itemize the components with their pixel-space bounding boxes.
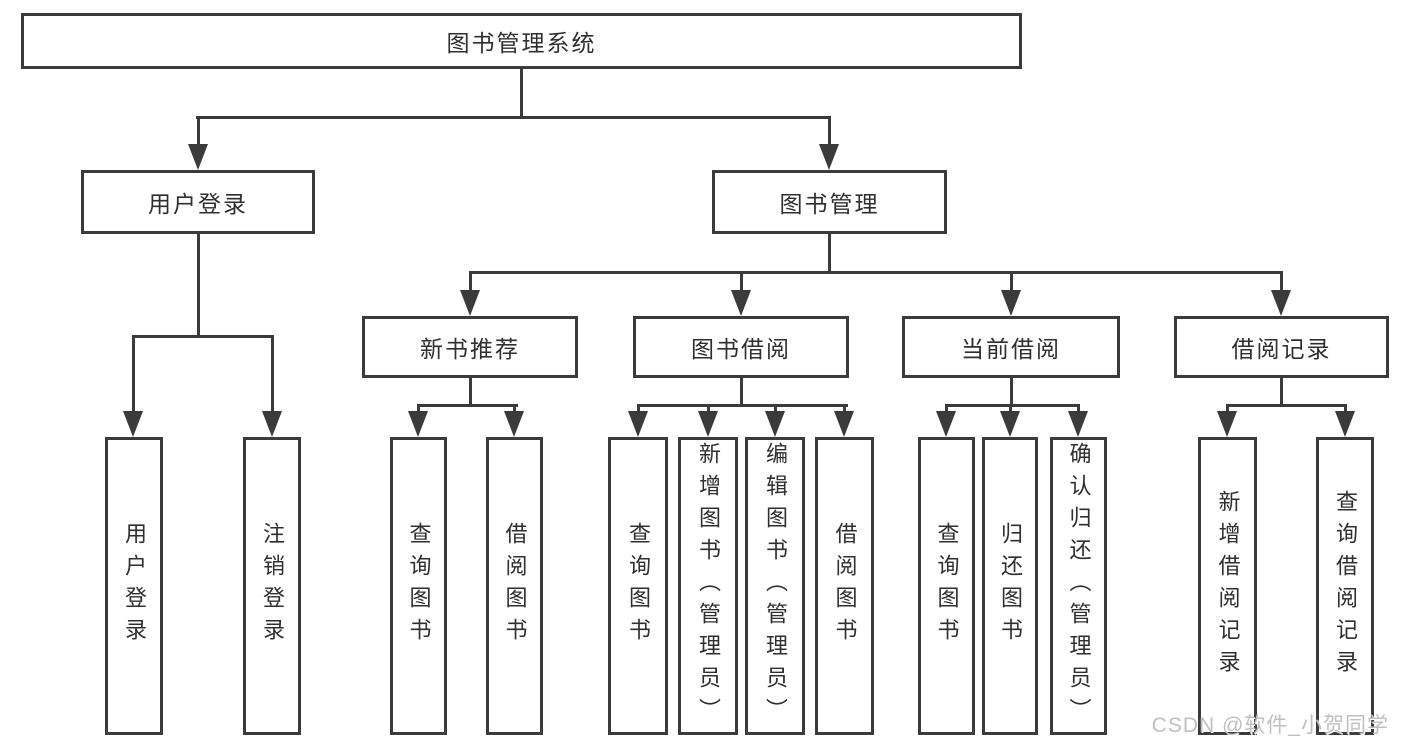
arrow-down-icon <box>698 411 718 437</box>
edge-borrowing-c1 <box>636 404 640 414</box>
edge-records-rail <box>1225 404 1347 407</box>
node-book-management: 图书管理 <box>712 170 947 234</box>
node-library-management-system: 图书管理系统 <box>21 13 1022 69</box>
arrow-down-icon <box>1217 411 1237 437</box>
arrow-down-icon <box>628 411 648 437</box>
node-recommend-borrow-books: 借阅图书 <box>486 437 543 735</box>
arrow-down-icon <box>123 411 143 437</box>
node-logout: 注销登录 <box>243 437 301 735</box>
edge-current-c3 <box>1076 404 1080 414</box>
edge-login-rail <box>131 335 274 338</box>
arrow-down-icon <box>1068 411 1088 437</box>
edge-login-stem <box>196 234 200 338</box>
node-borrowing-edit-books-admin: 编辑图书（管理员） <box>745 437 805 735</box>
arrow-down-icon <box>819 144 839 170</box>
arrow-down-icon <box>262 411 282 437</box>
edge-mgmt-stem <box>827 234 831 274</box>
node-borrowing-query-books: 查询图书 <box>608 437 668 735</box>
node-records-query-record: 查询借阅记录 <box>1316 437 1374 735</box>
edge-root-to-login <box>196 116 200 146</box>
edge-current-c1 <box>944 404 948 414</box>
edge-current-c2 <box>1008 404 1012 414</box>
edge-mgmt-to-recommend <box>468 271 472 292</box>
edge-borrowing-c4 <box>843 404 846 414</box>
arrow-down-icon <box>1001 290 1021 316</box>
edge-mgmt-rail <box>468 271 1283 274</box>
edge-borrowing-c2 <box>706 404 710 414</box>
node-book-borrowing: 图书借阅 <box>633 316 849 378</box>
edge-mgmt-to-borrowing <box>739 271 743 292</box>
edge-login-to-logout <box>270 335 274 413</box>
edge-recommend-c1 <box>416 404 420 414</box>
arrow-down-icon <box>1335 411 1355 437</box>
node-current-confirm-return-admin: 确认归还（管理员） <box>1050 437 1107 735</box>
node-recommend-query-books: 查询图书 <box>390 437 447 735</box>
node-borrowing-borrow-books: 借阅图书 <box>815 437 874 735</box>
edge-mgmt-to-current <box>1009 271 1013 292</box>
arrow-down-icon <box>460 290 480 316</box>
node-user-login: 用户登录 <box>105 437 163 735</box>
edge-login-to-user-login <box>131 335 135 413</box>
edge-current-stem <box>1009 378 1013 407</box>
arrow-down-icon <box>504 411 524 437</box>
node-current-query-books: 查询图书 <box>918 437 975 735</box>
node-borrowing-records: 借阅记录 <box>1174 316 1389 378</box>
edge-recommend-c2 <box>513 404 516 414</box>
arrow-down-icon <box>1000 411 1020 437</box>
node-current-return-books: 归还图书 <box>982 437 1038 735</box>
edge-borrowing-stem <box>739 378 743 407</box>
csdn-watermark: CSDN @软件_小贺同学 <box>1151 714 1389 737</box>
edge-recommend-rail <box>416 404 518 407</box>
edge-recommend-stem <box>468 378 472 407</box>
arrow-down-icon <box>936 411 956 437</box>
node-current-borrowing: 当前借阅 <box>902 316 1120 378</box>
edge-borrowing-c3 <box>773 404 777 414</box>
edge-records-stem <box>1279 378 1283 407</box>
arrow-down-icon <box>408 411 428 437</box>
edge-current-rail <box>944 404 1080 407</box>
node-records-add-record: 新增借阅记录 <box>1198 437 1257 735</box>
arrow-down-icon <box>765 411 785 437</box>
edge-borrowing-rail <box>636 404 848 407</box>
arrow-down-icon <box>834 411 854 437</box>
node-new-book-recommend: 新书推荐 <box>362 316 578 378</box>
edge-mgmt-to-records <box>1279 271 1283 292</box>
edge-root-rail <box>196 116 831 119</box>
arrow-down-icon <box>731 290 751 316</box>
arrow-down-icon <box>188 144 208 170</box>
edge-records-c1 <box>1225 404 1229 414</box>
node-borrowing-add-books-admin: 新增图书（管理员） <box>678 437 738 735</box>
edge-root-to-mgmt <box>827 116 831 146</box>
arrow-down-icon <box>1271 290 1291 316</box>
node-user-login-group: 用户登录 <box>81 170 315 234</box>
edge-records-c2 <box>1343 404 1347 414</box>
edge-root-stem <box>520 69 523 118</box>
